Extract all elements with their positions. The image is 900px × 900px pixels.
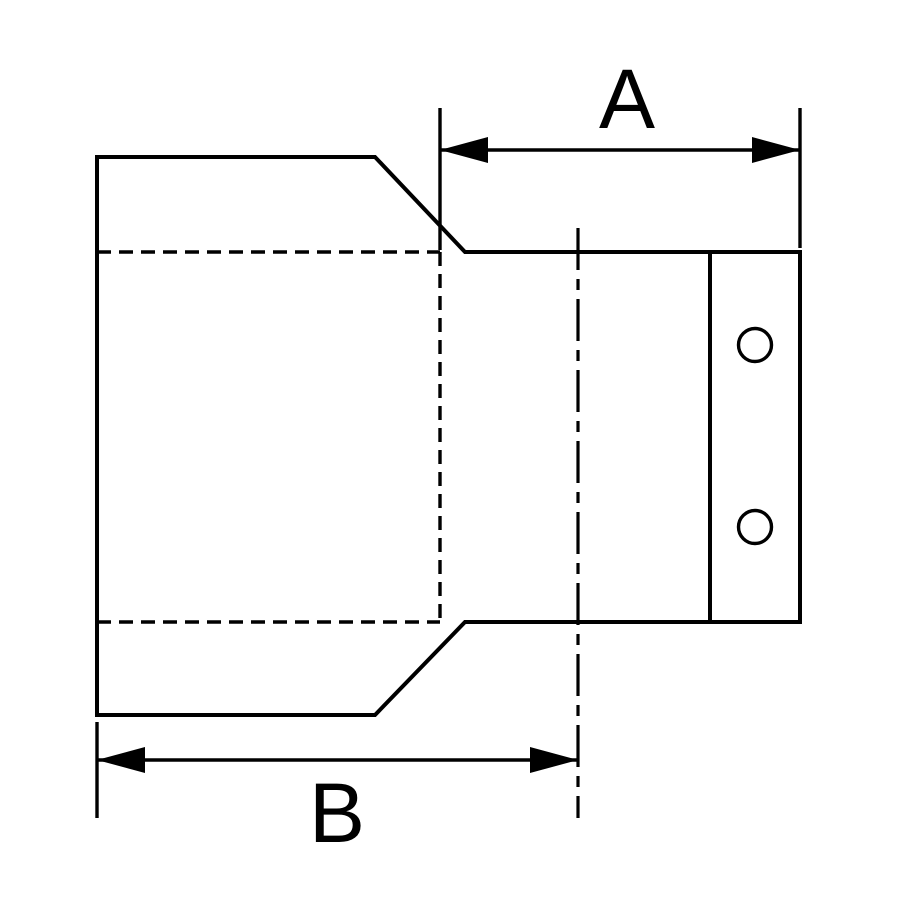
dimension-b-label: B (309, 766, 365, 860)
dimension-a: A (438, 52, 802, 250)
dim-a-arrow-left-icon (440, 137, 488, 163)
flange-hole-top (736, 326, 774, 364)
dim-b-arrow-right-icon (530, 747, 578, 773)
flange-hole-bottom (736, 508, 774, 546)
dim-a-arrow-right-icon (752, 137, 800, 163)
dimension-b: B (95, 722, 578, 860)
dimension-a-label: A (599, 52, 655, 146)
fitting-outline (95, 155, 802, 717)
dim-b-arrow-left-icon (97, 747, 145, 773)
hidden-bore-lines (97, 250, 442, 624)
